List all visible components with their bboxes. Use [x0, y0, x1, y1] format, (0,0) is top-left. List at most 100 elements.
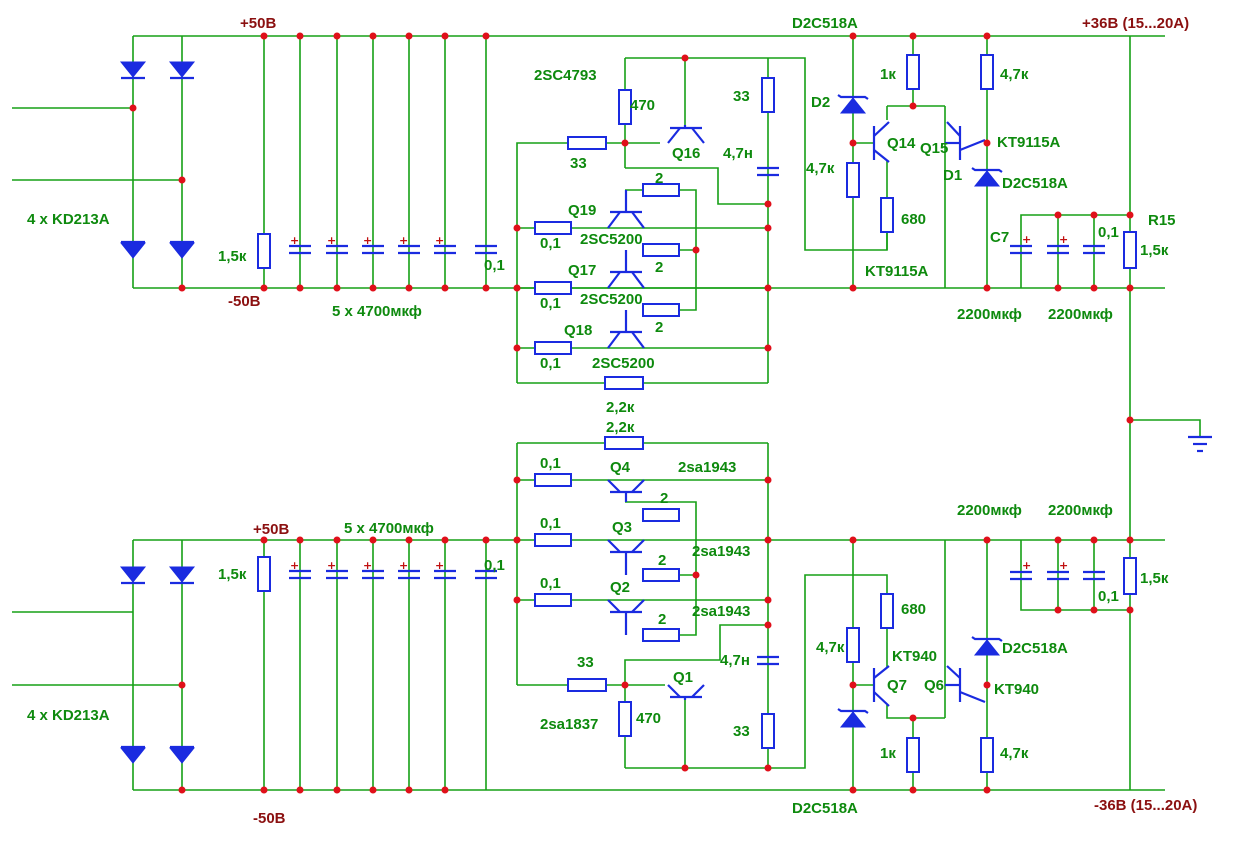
resistor-icon	[534, 473, 572, 487]
svg-text:+: +	[399, 234, 408, 247]
r2-d: 2	[660, 490, 668, 507]
zener-diode-icon	[971, 167, 1003, 187]
r47k-top-b: 4,7к	[806, 160, 835, 177]
r2-b: 2	[655, 259, 663, 276]
resistor-icon	[761, 77, 775, 113]
svg-text:+: +	[327, 234, 336, 247]
svg-text:+: +	[290, 559, 299, 572]
transistor-icon	[607, 599, 645, 635]
diode-icon	[119, 61, 147, 80]
zeners	[837, 94, 1003, 728]
capacitor-icon	[1083, 244, 1105, 255]
capacitor-icon	[1047, 244, 1069, 255]
q1-type: 2sa1837	[540, 716, 598, 733]
bleeder-label-top: 1,5к	[218, 248, 247, 265]
diode-icon	[168, 566, 196, 585]
cap2200-b: 2200мкф	[1048, 306, 1113, 323]
r1k-bottom: 1к	[880, 745, 896, 762]
rail-minus50-top: -50В	[228, 293, 261, 310]
capacitor-icon	[757, 166, 779, 177]
diode-icon	[119, 566, 147, 585]
zener-label-bottom: D2C518A	[792, 800, 858, 817]
r47k-bottom-b: 4,7к	[1000, 745, 1029, 762]
transistor-icon	[607, 310, 645, 349]
c7-label: C7	[990, 229, 1009, 246]
cap2200-c: 2200мкф	[957, 502, 1022, 519]
r15-value: 1,5к	[1140, 242, 1169, 259]
svg-text:+: +	[327, 559, 336, 572]
resistor-icon	[642, 303, 680, 317]
c01-out-top: 0,1	[1098, 224, 1119, 241]
q15-label: Q15	[920, 140, 948, 157]
resistor-icon	[980, 737, 994, 773]
resistor-icon	[534, 221, 572, 235]
caps-label-top: 5 x 4700мкф	[332, 303, 422, 320]
capacitor-icon	[398, 569, 420, 580]
svg-text:+: +	[1059, 559, 1068, 572]
transistor-icon	[945, 665, 986, 704]
r33-bottom-base: 33	[577, 654, 594, 671]
capacitor-icon	[1047, 570, 1069, 581]
svg-text:+: +	[399, 559, 408, 572]
resistor-icon	[534, 533, 572, 547]
transistor-icon	[872, 665, 890, 707]
resistor-icon	[1123, 557, 1137, 595]
r01-b: 0,1	[540, 295, 561, 312]
r22k-top: 2,2к	[606, 399, 635, 416]
svg-text:+: +	[363, 234, 372, 247]
q4-type: 2sa1943	[678, 459, 736, 476]
ground-icon	[1188, 435, 1212, 453]
cap2200-a: 2200мкф	[957, 306, 1022, 323]
resistor-icon	[642, 628, 680, 642]
r2-c: 2	[655, 319, 663, 336]
resistor-icon	[567, 136, 607, 150]
svg-text:+: +	[435, 559, 444, 572]
zener-diode-icon	[971, 636, 1003, 656]
q19-label: Q19	[568, 202, 596, 219]
r01-c: 0,1	[540, 355, 561, 372]
rail-plus50-bottom: +50В	[253, 521, 289, 538]
zener-diode-icon	[837, 94, 869, 114]
resistor-icon	[1123, 231, 1137, 269]
transistor-icon	[607, 479, 645, 502]
d2c-d1: D2C518A	[1002, 175, 1068, 192]
bridge-label-bottom: 4 x KD213A	[27, 707, 110, 724]
rail-minus36: -36В (15...20А)	[1094, 797, 1197, 814]
q2-type: 2sa1943	[692, 603, 750, 620]
c01-label-bottom: 0,1	[484, 557, 505, 574]
r01-e: 0,1	[540, 515, 561, 532]
r680-bottom: 680	[901, 601, 926, 618]
r47k-bottom-a: 4,7к	[816, 639, 845, 656]
bridge-label-top: 4 x KD213A	[27, 211, 110, 228]
svg-text:+: +	[1059, 233, 1068, 246]
q2-label: Q2	[610, 579, 630, 596]
resistors	[257, 54, 1137, 773]
resistor-icon	[642, 183, 680, 197]
c47n-top: 4,7н	[723, 145, 753, 162]
q3-label: Q3	[612, 519, 632, 536]
svg-text:+: +	[1022, 233, 1031, 246]
resistor-icon	[846, 627, 860, 663]
c01-label-top: 0,1	[484, 257, 505, 274]
capacitor-icon	[434, 569, 456, 580]
q6-label: Q6	[924, 677, 944, 694]
resistor-icon	[846, 162, 860, 198]
labels: +50В -50В +50В -50В +36В (15...20А) -36В…	[27, 15, 1197, 827]
r680-top: 680	[901, 211, 926, 228]
diode-icon	[168, 745, 196, 764]
transistor-icon	[607, 539, 645, 575]
cap2200-d: 2200мкф	[1048, 502, 1113, 519]
r01-d: 0,1	[540, 455, 561, 472]
svg-text:+: +	[363, 559, 372, 572]
svg-text:+: +	[435, 234, 444, 247]
capacitor-icon	[475, 569, 497, 580]
resistor-icon	[604, 376, 644, 390]
r01-f: 0,1	[540, 575, 561, 592]
capacitor-icon	[757, 655, 779, 666]
zener-label-top: D2C518A	[792, 15, 858, 32]
r15-label: R15	[1148, 212, 1176, 229]
resistor-icon	[604, 436, 644, 450]
r15-bottom: 1,5к	[1140, 570, 1169, 587]
capacitor-icon	[289, 244, 311, 255]
